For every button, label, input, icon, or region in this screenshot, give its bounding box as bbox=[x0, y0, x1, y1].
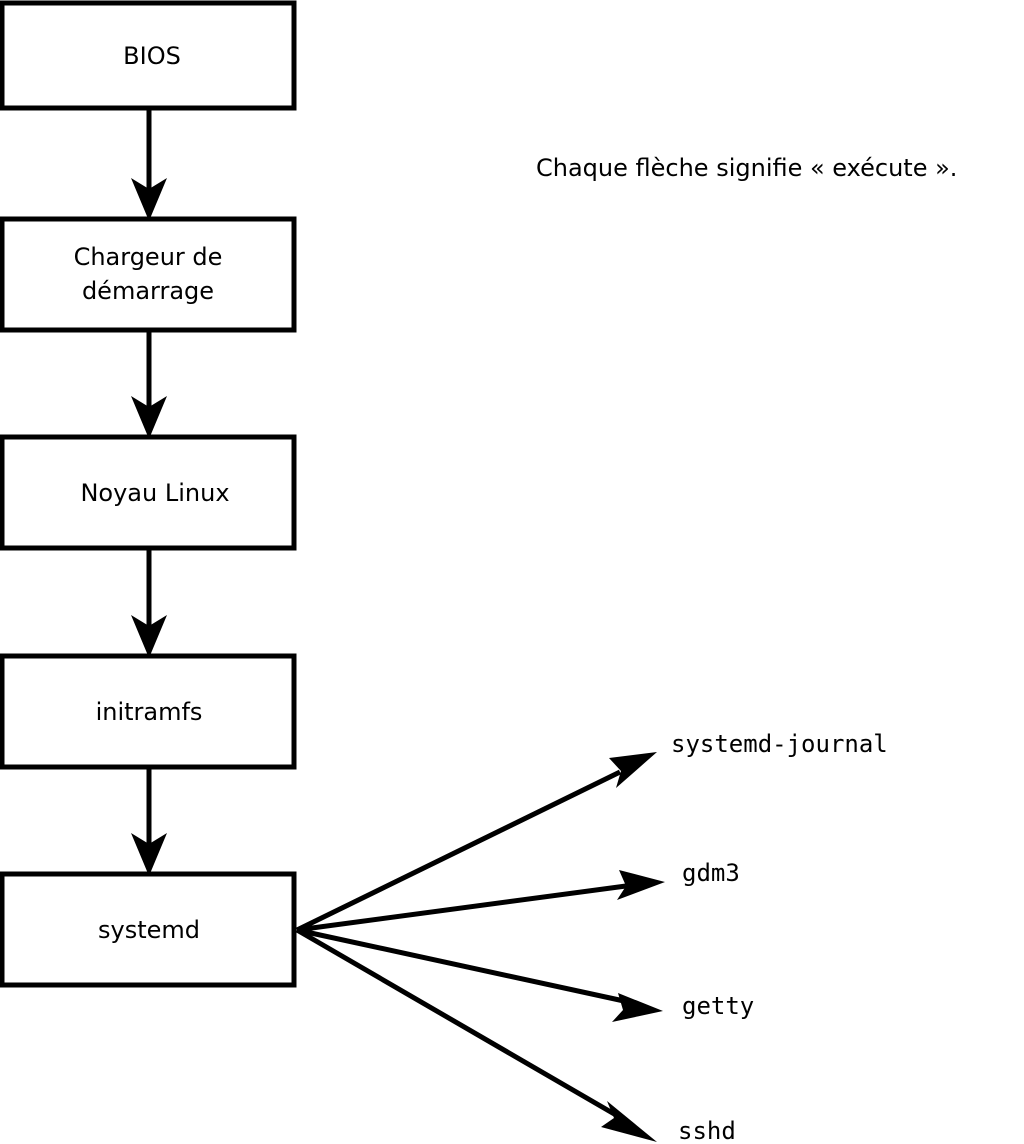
fan-arrow-getty bbox=[296, 927, 663, 1022]
service-label-sshd: sshd bbox=[678, 1117, 736, 1144]
fan-arrow-sshd bbox=[295, 927, 657, 1142]
flow-arrow-kernel-to-initramfs bbox=[131, 546, 167, 658]
stage-label-bios: BIOS bbox=[123, 42, 181, 70]
stage-label-initramfs: initramfs bbox=[96, 698, 203, 726]
stage-box-initramfs[interactable]: initramfs bbox=[0, 653, 297, 770]
service-label-systemd-journal: systemd-journal bbox=[671, 730, 888, 758]
fan-arrow-gdm3 bbox=[296, 870, 665, 933]
stage-box-bootloader[interactable]: Chargeur de démarrage bbox=[0, 216, 297, 333]
fan-arrow-systemd-journal bbox=[295, 752, 657, 933]
stage-label-bootloader-line2: démarrage bbox=[82, 277, 214, 305]
flow-arrow-initramfs-to-systemd bbox=[131, 765, 167, 876]
stage-box-systemd[interactable]: systemd bbox=[0, 871, 297, 988]
stage-box-bios[interactable]: BIOS bbox=[0, 0, 297, 111]
stage-label-bootloader-line1: Chargeur de bbox=[74, 243, 223, 271]
service-label-getty: getty bbox=[682, 992, 754, 1020]
flow-arrow-bios-to-bootloader bbox=[131, 106, 167, 221]
flow-arrow-bootloader-to-kernel bbox=[131, 328, 167, 439]
stage-box-kernel[interactable]: Noyau Linux bbox=[0, 434, 297, 551]
stage-label-kernel: Noyau Linux bbox=[80, 479, 229, 507]
stage-label-systemd: systemd bbox=[98, 916, 200, 944]
arrow-meaning-annotation: Chaque flèche signifie « exécute ». bbox=[536, 154, 957, 182]
service-label-gdm3: gdm3 bbox=[682, 859, 740, 887]
